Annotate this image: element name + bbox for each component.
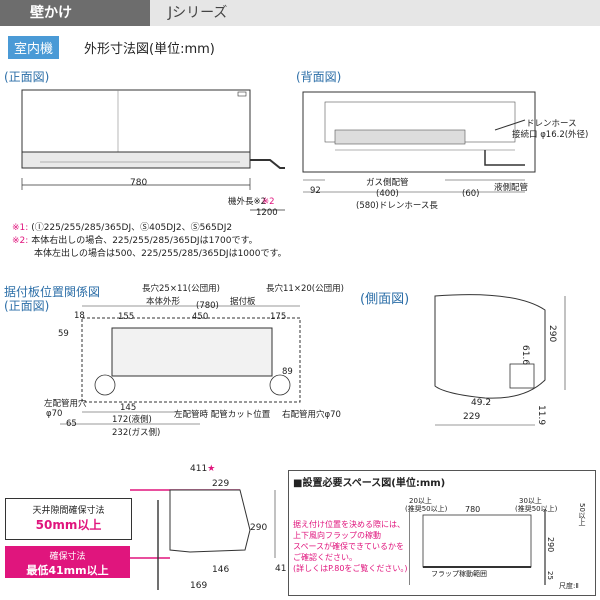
section-title: 外形寸法図(単位:mm): [84, 42, 215, 57]
space-title: ■設置必要スペース図(単位:mm): [293, 478, 446, 489]
secure-clearance-label: 確保寸法: [49, 552, 86, 562]
mount-dim-145: 145: [120, 403, 137, 413]
back-view-drawing: [302, 91, 536, 193]
front-view-label: (正面図): [4, 70, 50, 84]
left-pipe-hole-label: 左配管用穴: [44, 399, 87, 409]
mount-plate-label: 据付板: [230, 297, 256, 307]
secure-clearance-value: 最低41mm以上: [26, 564, 109, 577]
install-dim-411: 411★: [190, 464, 216, 474]
space-dim-780: 780: [465, 505, 481, 514]
side-dim-290: 290: [547, 325, 557, 343]
front-width-dim: 780: [130, 178, 148, 188]
note-1: ※1: (Ⓘ225/255/285/365DJ、Ⓢ405DJ2、Ⓢ565DJ2: [12, 223, 233, 233]
space-dim-290: 290: [546, 537, 555, 553]
long-hole-left: 長穴25×11(公団用): [142, 284, 220, 294]
mount-dim-232: 232(ガス側): [112, 428, 161, 438]
long-hole-right: 長穴11×20(公団用): [266, 284, 344, 294]
space-right-rec: (推奨50以上): [515, 505, 558, 513]
mount-dim-155: 155: [118, 312, 135, 322]
install-dim-169: 169: [190, 581, 208, 591]
left-pipe-cut-label: 左配管時 配管カット位置: [174, 410, 271, 420]
front-view-drawing: [21, 89, 285, 211]
drain-hose-label: ドレンホース: [526, 119, 577, 129]
series-title: Jシリーズ: [150, 0, 600, 26]
left-pipe-hole-dia: φ70: [46, 409, 63, 419]
install-drawing: [130, 489, 276, 590]
space-panel: ■設置必要スペース図(単位:mm) 据え付け位置を決める際には、 上下風向フラッ…: [288, 470, 596, 596]
mount-dim-175: 175: [270, 312, 287, 322]
mount-drawing: [60, 305, 301, 425]
mount-sublabel: (正面図): [4, 299, 50, 313]
space-scale: 尺度:Ⅱ: [559, 582, 579, 590]
section-tag: 室内機: [8, 36, 60, 59]
secure-clearance-box: 確保寸法 最低41mm以上: [5, 546, 130, 578]
header-bar: 壁かけ Jシリーズ: [0, 0, 600, 26]
mount-dim-89: 89: [282, 367, 293, 377]
side-dim-49-2: 49.2: [471, 398, 492, 408]
mount-dim-18: 18: [74, 311, 85, 321]
install-dim-41: 41: [275, 564, 287, 574]
mount-dim-172: 172(液側): [112, 415, 152, 425]
side-view-label: (側面図): [360, 292, 410, 307]
side-view-drawing: [434, 294, 566, 426]
drain-hose-length: (580)ドレンホース長: [356, 201, 438, 211]
space-flap-label: フラップ稼動範囲: [431, 570, 487, 578]
back-dim-92: 92: [310, 186, 321, 196]
install-dim-146: 146: [212, 565, 230, 575]
space-drawing: [409, 509, 546, 585]
space-note: 据え付け位置を決める際には、 上下風向フラップの稼動 スペースが確保できているか…: [293, 520, 408, 573]
ceiling-clearance-value: 50mm以上: [35, 518, 102, 532]
pipe-length-note-mark: ※2: [262, 197, 275, 207]
side-dim-61-6: 61.6: [520, 345, 530, 366]
back-dim-400: (400): [376, 189, 399, 199]
space-left-top: 20以上: [409, 497, 432, 505]
install-dim-290: 290: [250, 523, 268, 533]
space-left-rec: (推奨50以上): [405, 505, 448, 513]
ceiling-clearance-box: 天井隙間確保寸法 50mm以上: [5, 498, 132, 540]
pipe-length-label: 機外長※2: [228, 197, 267, 207]
drain-hose-dia: 接続口 φ16.2(外径): [512, 130, 589, 140]
category-title: 壁かけ: [0, 0, 150, 26]
mount-label: 据付板位置関係図: [4, 285, 101, 299]
right-pipe-hole-label: 右配管用穴φ70: [282, 410, 341, 420]
mount-dim-65: 65: [66, 419, 77, 429]
space-right-top: 30以上: [519, 497, 542, 505]
gas-pipe-label: ガス側配管: [366, 178, 409, 188]
back-dim-60: (60): [462, 189, 480, 199]
back-view-label: (背面図): [296, 70, 342, 84]
note-3: 本体左出しの場合は500、225/255/285/365DJは1000です。: [34, 249, 287, 259]
mount-dim-59: 59: [58, 329, 69, 339]
body-outline-label: 本体外形: [146, 297, 181, 307]
space-top-val: 50以上: [578, 503, 586, 526]
side-dim-229: 229: [463, 412, 481, 422]
mount-dim-450: 450: [192, 312, 209, 322]
side-dim-11-9: 11.9: [536, 405, 546, 426]
notes-block: ※1: (Ⓘ225/255/285/365DJ、Ⓢ405DJ2、Ⓢ565DJ2 …: [12, 222, 287, 261]
mount-dim-780: (780): [196, 301, 219, 311]
space-dim-25: 25: [546, 571, 554, 580]
note-2: ※2: 本体右出しの場合、225/255/285/365DJは1700です。: [12, 236, 258, 246]
liquid-pipe-label: 液側配管: [494, 183, 529, 193]
install-dim-229: 229: [212, 479, 230, 489]
ceiling-clearance-label: 天井隙間確保寸法: [32, 506, 105, 516]
pipe-length-value: 1200: [256, 208, 278, 218]
